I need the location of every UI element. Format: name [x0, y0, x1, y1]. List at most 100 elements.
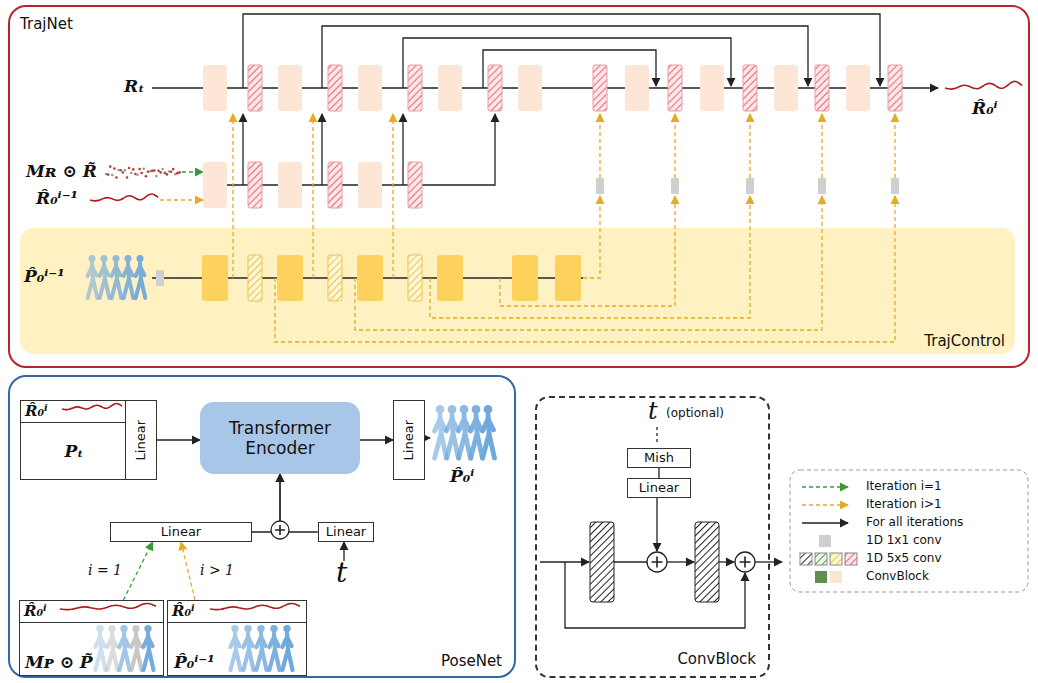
figure-legs	[143, 649, 153, 670]
figure-legs	[256, 649, 266, 670]
human-figure	[256, 625, 266, 670]
point-cloud-dot	[161, 168, 164, 171]
point-cloud-dot	[119, 169, 122, 172]
human-figure	[88, 255, 98, 298]
panel-title: PoseNet	[441, 652, 502, 670]
wire	[719, 561, 734, 562]
point-cloud-dot	[122, 171, 125, 174]
math-symbol: R̂₀ⁱ	[172, 602, 195, 620]
figure-arms	[143, 637, 152, 647]
point-cloud-dot	[109, 165, 112, 168]
sum-symbol	[735, 552, 755, 572]
sum-symbol	[647, 552, 667, 572]
wire	[392, 114, 393, 278]
conv1x1-block	[671, 178, 679, 194]
figure-legs	[136, 278, 146, 298]
legend-box	[790, 470, 1028, 592]
box-label: Linear	[133, 420, 149, 460]
linear-box: Linear	[125, 400, 157, 480]
human-figure	[119, 625, 129, 670]
math-symbol: R̂₀ⁱ	[24, 602, 47, 620]
human-figure	[136, 255, 146, 298]
wire	[674, 114, 675, 178]
sum-symbol	[275, 525, 285, 535]
math-symbol: t	[336, 556, 347, 590]
figure-legs	[107, 649, 117, 670]
conv-block	[248, 162, 262, 208]
wire	[242, 114, 243, 185]
matrix-box: R̂₀ⁱPₜ	[20, 400, 128, 480]
conv5x5-block	[590, 522, 614, 602]
sum-symbol	[652, 557, 663, 568]
point-cloud-dot	[143, 167, 146, 170]
conv-block	[888, 65, 902, 111]
trajcontrol-band	[20, 228, 1015, 354]
point-cloud-dot	[172, 168, 175, 171]
sum-symbol	[271, 521, 289, 539]
conv1x1-block	[891, 178, 899, 194]
conv-block	[408, 162, 422, 208]
wire	[656, 497, 657, 551]
figure-arms	[107, 637, 116, 647]
wire	[599, 114, 600, 178]
conv1x1-block	[818, 178, 826, 194]
figure-arms	[230, 637, 239, 647]
conv-block	[328, 255, 342, 301]
point-cloud-dot	[155, 175, 158, 178]
figure-arms	[124, 266, 133, 276]
figure-arms	[435, 419, 446, 431]
matrix-divider	[168, 622, 306, 623]
wire	[500, 196, 675, 306]
note-text: (optional)	[666, 406, 724, 420]
mish-box: Mish	[627, 448, 691, 468]
figure-legs	[243, 649, 253, 670]
human-figure	[282, 625, 292, 670]
wire	[321, 114, 322, 185]
linear-box: Linear	[318, 522, 374, 542]
conv1x1-block	[596, 178, 604, 194]
wire	[894, 114, 895, 178]
skip-connection	[322, 26, 808, 88]
box-label: Transformer Encoder	[218, 418, 342, 459]
panel: PoseNetR̂₀ⁱPₜLinearTransformer EncoderLi…	[8, 375, 516, 678]
transformer-box: Transformer Encoder	[200, 402, 360, 474]
point-cloud-dot	[145, 175, 148, 178]
conv-block	[358, 65, 382, 111]
conv-block	[700, 65, 724, 111]
conv-block	[593, 65, 607, 111]
conv-block	[278, 162, 302, 208]
figure-legs	[95, 649, 105, 670]
figure-arms	[447, 419, 458, 431]
band: TrajControl	[22, 230, 1017, 356]
figure-legs	[459, 434, 471, 458]
human-figure	[230, 625, 240, 670]
panel-title: TrajNet	[20, 15, 73, 33]
conv1x1-block	[156, 270, 164, 286]
trajectory-curve	[210, 604, 300, 610]
conv-block	[408, 255, 422, 301]
conv-block	[625, 65, 649, 111]
legend-sample	[800, 553, 812, 565]
figure-legs	[471, 434, 483, 458]
connector	[658, 468, 659, 478]
conv-block	[774, 65, 798, 111]
point-cloud-dot	[126, 176, 129, 179]
figure-arms	[243, 637, 252, 647]
matrix-divider	[20, 622, 163, 623]
conv-block	[438, 65, 462, 111]
math-symbol: Mᴘ ⊙ P̃	[25, 652, 93, 672]
point-cloud-dot	[159, 171, 162, 174]
legend-sample	[845, 553, 857, 565]
point-cloud-dot	[130, 172, 133, 175]
math-symbol: P̂₀ⁱ⁻¹	[174, 652, 215, 672]
point-cloud-dot	[136, 173, 139, 176]
math-symbol: P̂₀ⁱ⁻¹	[24, 266, 65, 286]
conv-block	[408, 65, 422, 111]
point-cloud-dot	[113, 167, 116, 170]
math-symbol: R̂₀ⁱ⁻¹	[36, 188, 78, 208]
wire	[749, 114, 750, 178]
conv-block	[248, 255, 262, 301]
figure-legs	[88, 278, 98, 298]
figure-legs	[112, 278, 122, 298]
point-cloud-dot	[140, 172, 143, 175]
